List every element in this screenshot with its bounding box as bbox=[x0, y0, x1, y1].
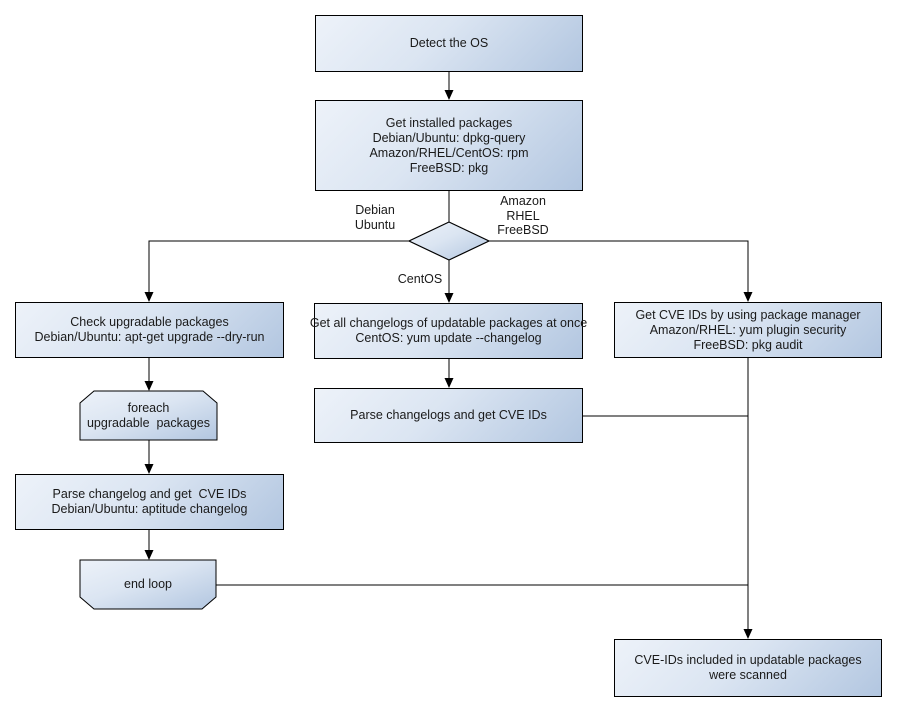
node-result-label: CVE-IDs included in updatable packages w… bbox=[634, 653, 862, 682]
node-detect-os-label: Detect the OS bbox=[409, 36, 489, 50]
node-foreach-loop-label: foreach upgradable packages bbox=[86, 400, 210, 430]
node-result: CVE-IDs included in updatable packages w… bbox=[614, 639, 882, 697]
node-parse-changelog-left-label: Parse changelog and get CVE IDs Debian/U… bbox=[51, 487, 248, 516]
node-foreach-loop: foreach upgradable packages bbox=[80, 391, 217, 440]
node-check-upgradable: Check upgradable packages Debian/Ubuntu:… bbox=[15, 302, 284, 358]
node-get-cve-ids-pkg-mgr: Get CVE IDs by using package manager Ama… bbox=[614, 302, 882, 358]
node-get-installed-packages: Get installed packages Debian/Ubuntu: dp… bbox=[315, 100, 583, 191]
end-loop-shape bbox=[79, 559, 217, 610]
arrowhead-installed bbox=[444, 90, 454, 100]
arrowhead-endloop bbox=[144, 550, 154, 560]
foreach-loop-shape bbox=[79, 390, 218, 441]
node-parse-changelog-left: Parse changelog and get CVE IDs Debian/U… bbox=[15, 474, 284, 530]
connector-decision-to-get-cve-ids bbox=[489, 240, 749, 301]
node-get-all-changelogs-label: Get all changelogs of updatable packages… bbox=[309, 316, 588, 345]
connector-decision-to-check-upgradable bbox=[148, 240, 409, 301]
node-parse-changelogs-mid-label: Parse changelogs and get CVE IDs bbox=[350, 408, 547, 422]
node-get-cve-ids-pkg-mgr-label: Get CVE IDs by using package manager Ama… bbox=[635, 307, 861, 352]
arrowhead-foreach bbox=[144, 381, 154, 391]
edge-label-centos: CentOS bbox=[397, 272, 443, 286]
edge-label-amazon-rhel-freebsd: Amazon RHEL FreeBSD bbox=[497, 194, 549, 237]
node-detect-os: Detect the OS bbox=[315, 15, 583, 72]
node-parse-changelogs-mid: Parse changelogs and get CVE IDs bbox=[314, 388, 583, 443]
arrowhead-check-upgradable bbox=[144, 292, 154, 302]
arrowhead-get-cve-ids bbox=[743, 292, 753, 302]
node-end-loop: end loop bbox=[80, 560, 216, 609]
edge-label-debian-ubuntu: Debian Ubuntu bbox=[354, 203, 396, 232]
decision-diamond bbox=[407, 221, 491, 261]
arrowhead-parse-mid bbox=[444, 378, 454, 388]
node-end-loop-label: end loop bbox=[124, 577, 172, 591]
arrowhead-parse-left bbox=[144, 464, 154, 474]
node-check-upgradable-label: Check upgradable packages Debian/Ubuntu:… bbox=[34, 315, 265, 344]
node-get-all-changelogs: Get all changelogs of updatable packages… bbox=[310, 303, 587, 359]
arrowhead-get-all-changelogs bbox=[444, 293, 454, 303]
arrowhead-result bbox=[743, 629, 753, 639]
node-get-installed-packages-label: Get installed packages Debian/Ubuntu: dp… bbox=[369, 115, 529, 175]
